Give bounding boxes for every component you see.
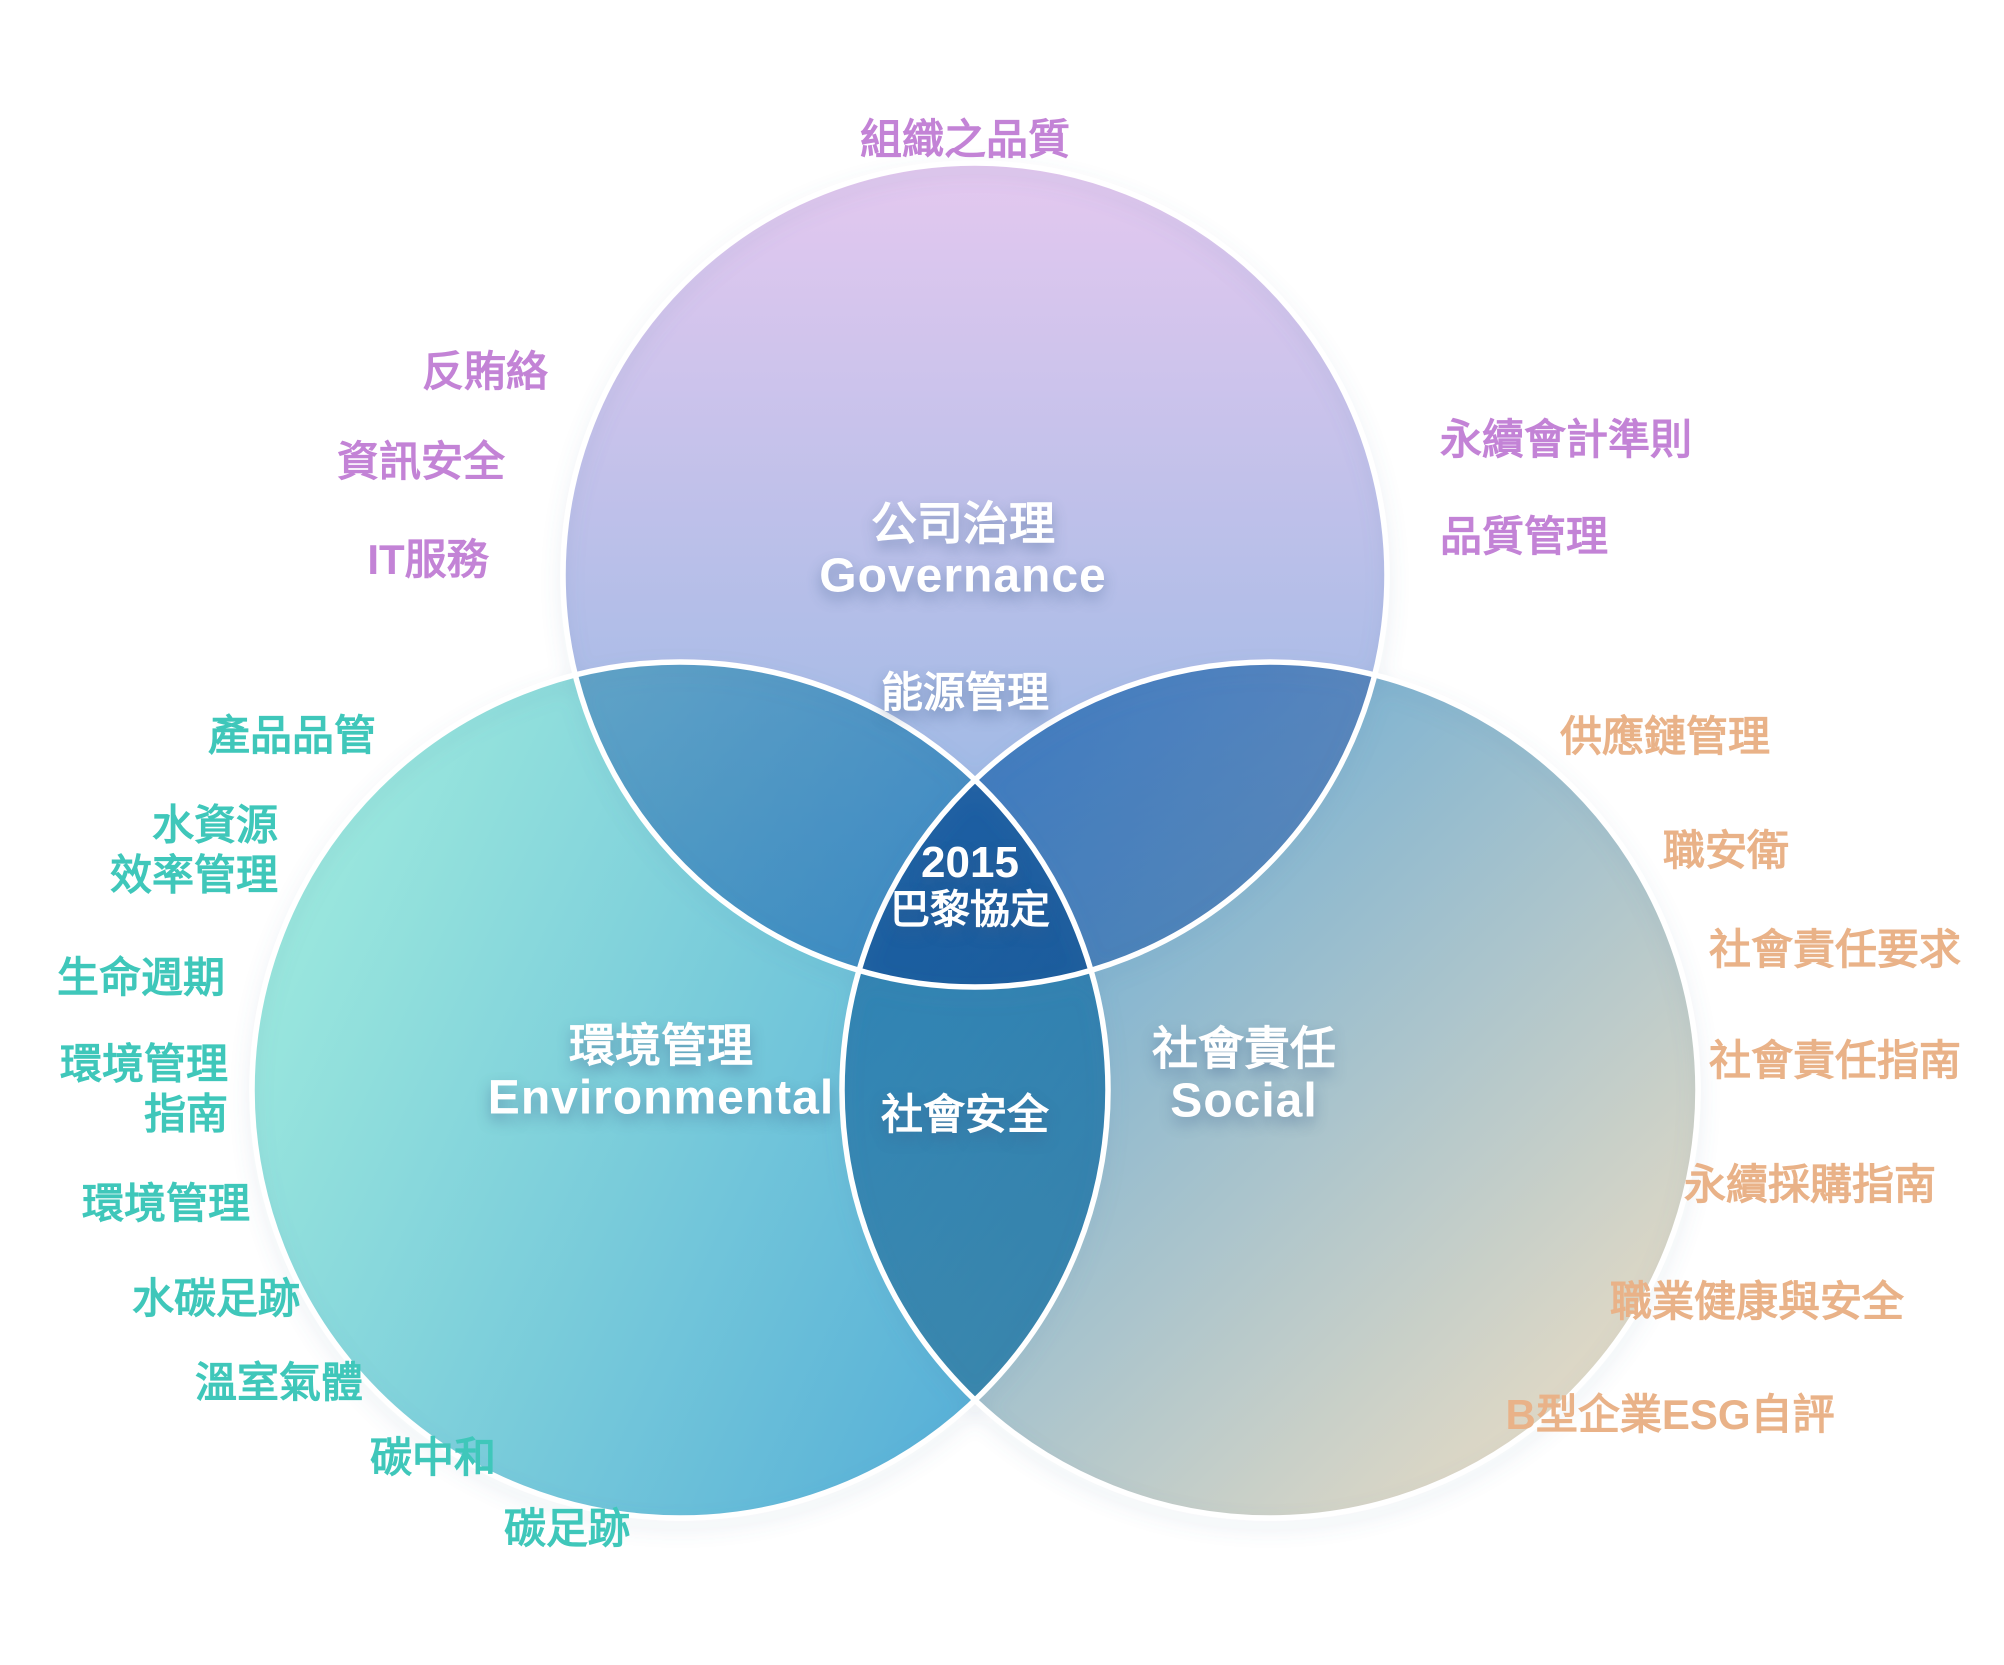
paris-agreement-name: 巴黎協定 [890,888,1050,933]
environmental-title-en: Environmental [487,1071,835,1125]
label-greenhouse-gas: 溫室氣體 [194,1358,364,1406]
label-anti-bribery: 反賄絡 [421,347,549,395]
governance-title-zh: 公司治理 [870,497,1055,550]
label-information-security: 資訊安全 [336,437,506,485]
label-water-resource-efficiency: 水資源效率管理 [109,801,278,899]
environmental-heading: 環境管理 Environmental [488,1019,834,1126]
social-circle [842,662,1698,1518]
label-quality-management: 品質管理 [1439,512,1609,560]
environmental-circle [252,662,1108,1518]
social-safety-label: 社會安全 [880,1091,1050,1139]
label-env-management: 環境管理 [81,1179,251,1227]
label-csr-requirements: 社會責任要求 [1708,925,1962,973]
label-bcorp-esg-assessment: B型企業ESG自評 [1505,1390,1835,1438]
label-it-service: IT服務 [367,535,489,583]
label-sustainability-accounting: 永續會計準則 [1439,415,1693,463]
social-heading: 社會責任 Social [1152,1022,1336,1129]
label-occupational-health-and-safety: 職業健康與安全 [1609,1277,1905,1325]
social-title-zh: 社會責任 [1152,1022,1336,1075]
governance-heading: 公司治理 Governance [819,497,1106,604]
venn-outlines [249,160,1701,1521]
label-env-management-guide: 環境管理指南 [59,1040,228,1138]
label-supply-chain-management: 供應鏈管理 [1559,712,1771,760]
label-product-qc: 產品品管 [207,711,377,759]
social-title-en: Social [1170,1074,1318,1128]
label-carbon-neutral: 碳中和 [369,1433,497,1481]
label-carbon-footprint: 碳足跡 [503,1504,631,1552]
label-csr-guidelines: 社會責任指南 [1708,1036,1962,1084]
governance-title-en: Governance [819,549,1107,603]
environmental-title-zh: 環境管理 [569,1019,753,1072]
paris-agreement-label: 2015 巴黎協定 [890,838,1050,934]
environmental-circle-outline [249,659,1111,1521]
label-occupational-safety-health: 職安衛 [1662,826,1790,874]
paris-agreement-year: 2015 [921,838,1019,888]
label-life-cycle: 生命週期 [56,953,226,1001]
social-circle-outline [839,659,1701,1521]
label-water-carbon-footprint: 水碳足跡 [131,1274,301,1322]
governance-circle-outline [560,160,1390,990]
label-organization-quality: 組織之品質 [859,115,1071,163]
label-sustainable-procurement-guide: 永續採購指南 [1683,1160,1937,1208]
energy-management-label: 能源管理 [880,669,1050,717]
venn-fills [252,163,1698,1518]
